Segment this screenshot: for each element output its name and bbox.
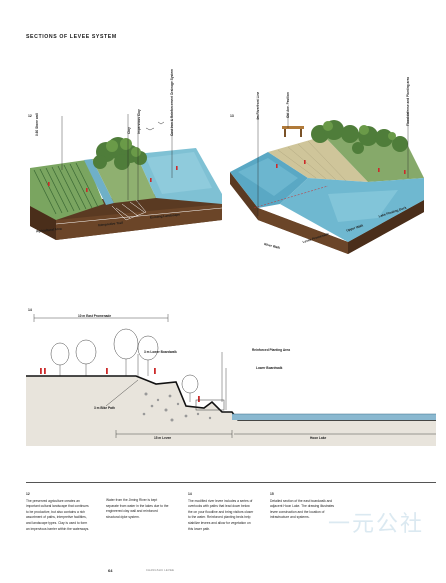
- caption-4-number: 15: [270, 492, 274, 496]
- fig14-dim-promenade: 10 m East Promenade: [78, 314, 112, 318]
- figure-14-number: 14: [28, 308, 32, 312]
- fig13-label-pavilion: Old Ave. Pavilion: [286, 92, 290, 118]
- figure-12-number: 12: [28, 114, 32, 118]
- figure-13-block-diagram: [230, 112, 424, 254]
- fig12-label-impervious-clay: Impervious Clay: [137, 109, 141, 134]
- caption-2-text: Water from the Jiming River is kept sepa…: [106, 498, 169, 519]
- figure-12-block-diagram: [30, 112, 223, 240]
- fig14-label-reinforced: Reinforced Planting Area: [252, 348, 290, 352]
- footer-text: CHANGSHU LEVEE: [146, 569, 175, 572]
- watermark: 一元公社: [328, 512, 425, 537]
- caption-3-text: The modified river levee includes a seri…: [188, 498, 254, 531]
- caption-4-text: Detailed section of the east boardwalk a…: [270, 498, 335, 520]
- fig14-label-lower-boardwalk-right: Lower Boardwalk: [256, 366, 283, 370]
- caption-2: Water from the Jiming River is kept sepa…: [106, 498, 170, 520]
- caption-divider: [26, 482, 436, 483]
- caption-3-number: 14: [188, 492, 192, 496]
- fig14-label-bike-path: 3 m Bike Path: [94, 406, 115, 410]
- fig14-dim-levee: 15 m Levee: [154, 436, 172, 440]
- fig13-label-riverfront: 4m Riverfront Line: [256, 91, 260, 120]
- caption-1: 12 The preserved agriculture creates an …: [26, 492, 90, 532]
- caption-1-number: 12: [26, 492, 30, 496]
- figure-14-section: [26, 314, 436, 446]
- page-title: SECTIONS OF LEVEE SYSTEM: [26, 34, 117, 40]
- fig12-label-stone-wall: 0.60 Stone wall: [35, 113, 39, 136]
- fig13-label-flood-defense: Flood defense and Planting area: [406, 76, 410, 126]
- caption-4: 15 Detailed section of the east boardwal…: [270, 492, 340, 521]
- fig12-label-clay: Clay: [127, 127, 131, 134]
- fig14-label-lake: Hoon Lake: [310, 436, 327, 440]
- figure-13-number: 13: [230, 114, 234, 118]
- fig14-label-lower-boardwalk-left: 3 m Lower Boardwalk: [144, 350, 177, 354]
- fig12-label-drainage: Cast Iron & Reinforcement Drainage Syste…: [170, 69, 174, 136]
- page-number: 64: [108, 568, 113, 573]
- caption-1-text: The preserved agriculture creates an imp…: [26, 498, 90, 531]
- caption-3: 14 The modified river levee includes a s…: [188, 492, 254, 532]
